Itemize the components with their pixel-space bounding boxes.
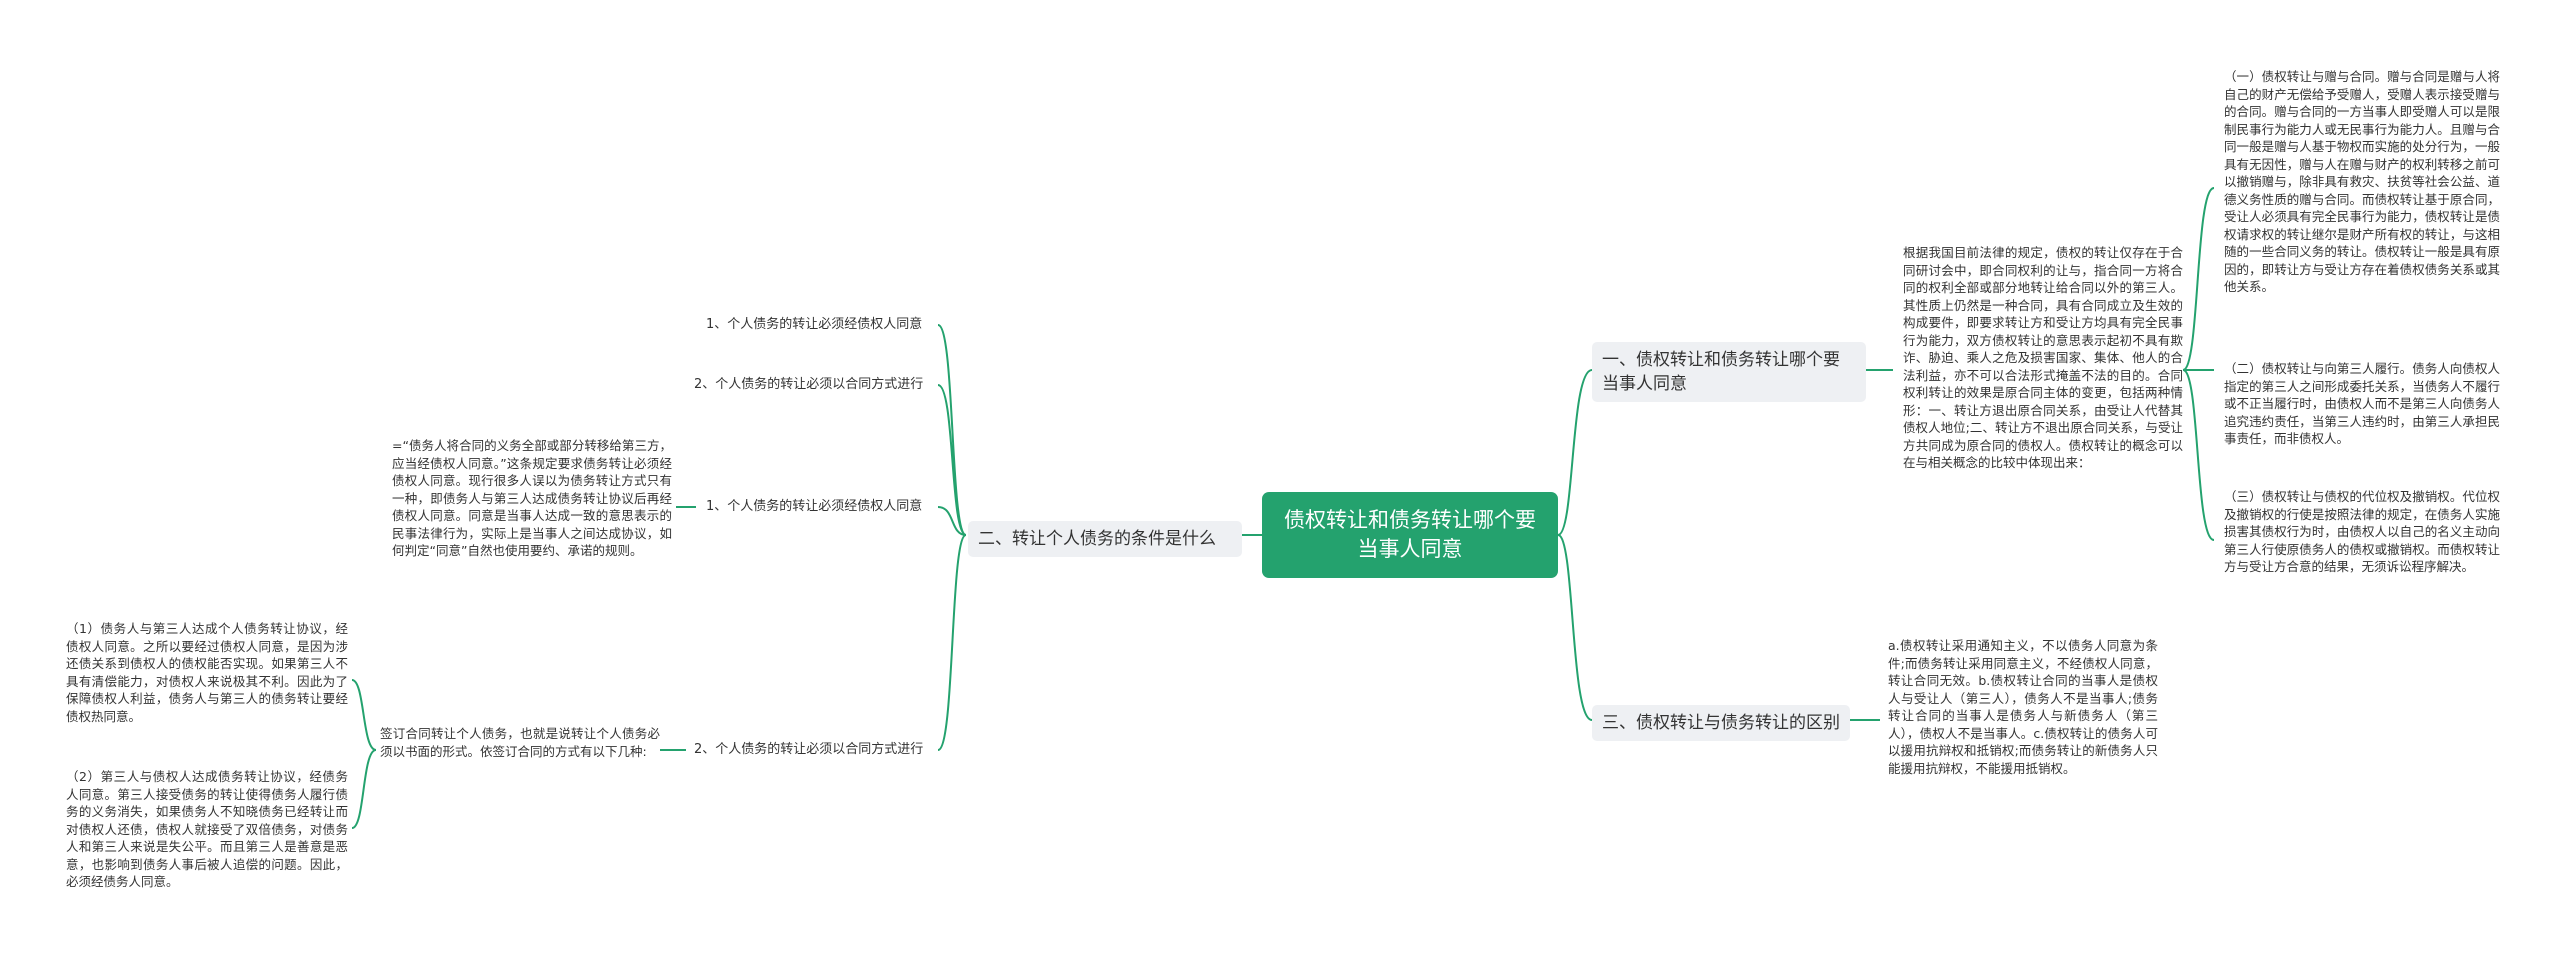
branch-1[interactable]: 一、债权转让和债务转让哪个要当事人同意 [1592, 342, 1866, 402]
branch-2[interactable]: 二、转让个人债务的条件是什么 [968, 521, 1242, 557]
branch-2-child-4[interactable]: 2、个人债务的转让必须以合同方式进行 [694, 742, 924, 757]
branch-2-child-4-item-1: （1）债务人与第三人达成个人债务转让协议，经债权人同意。之所以要经过债权人同意，… [66, 621, 348, 724]
branch-1-label: 一、债权转让和债务转让哪个要当事人同意 [1602, 350, 1840, 394]
branch-3-label: 三、债权转让与债务转让的区别 [1602, 713, 1840, 733]
link-root-b3 [1557, 534, 1593, 721]
branch-2-child-1[interactable]: 1、个人债务的转让必须经债权人同意 [706, 317, 923, 332]
branch-1-item-2: （二）债权转让与向第三人履行。债务人向债权人指定的第三人之间形成委托关系，当债务… [2224, 361, 2500, 446]
root-topic-label: 债权转让和债务转让哪个要当事人同意 [1284, 508, 1536, 561]
branch-1-detail: 根据我国目前法律的规定，债权的转让仅存在于合同研讨会中，即合同权利的让与，指合同… [1903, 245, 2183, 470]
branch-2-child-3-detail: =“债务人将合同的义务全部或部分转移给第三方，应当经债权人同意。”这条规定要求债… [392, 438, 672, 558]
branch-2-label: 二、转让个人债务的条件是什么 [978, 529, 1216, 549]
branch-1-item-3: （三）债权转让与债权的代位权及撤销权。代位权及撤销权的行使是按照法律的规定，在债… [2224, 489, 2500, 574]
branch-2-child-3[interactable]: 1、个人债务的转让必须经债权人同意 [706, 499, 923, 514]
link-b1-items [2182, 187, 2215, 541]
branch-2-child-4-item-2: （2）第三人与债权人达成债务转让协议，经债务人同意。第三人接受债务的转让使得债务… [66, 769, 348, 889]
branch-1-item-1: （一）债权转让与赠与合同。赠与合同是赠与人将自己的财产无偿给予受赠人，受赠人表示… [2224, 69, 2500, 294]
branch-2-child-2[interactable]: 2、个人债务的转让必须以合同方式进行 [694, 377, 924, 392]
branch-3[interactable]: 三、债权转让与债务转让的区别 [1592, 705, 1850, 741]
branch-3-detail: a.债权转让采用通知主义，不以债务人同意为条件;而债务转让采用同意主义，不经债权… [1888, 638, 2158, 776]
link-b2-children [937, 324, 967, 751]
link-c4-items [351, 679, 377, 829]
link-root-b1 [1557, 369, 1593, 536]
branch-2-child-4-detail: 签订合同转让个人债务，也就是说转让个人债务必须以书面的形式。依签订合同的方式有以… [380, 726, 660, 759]
root-topic[interactable]: 债权转让和债务转让哪个要当事人同意 [1262, 492, 1558, 578]
